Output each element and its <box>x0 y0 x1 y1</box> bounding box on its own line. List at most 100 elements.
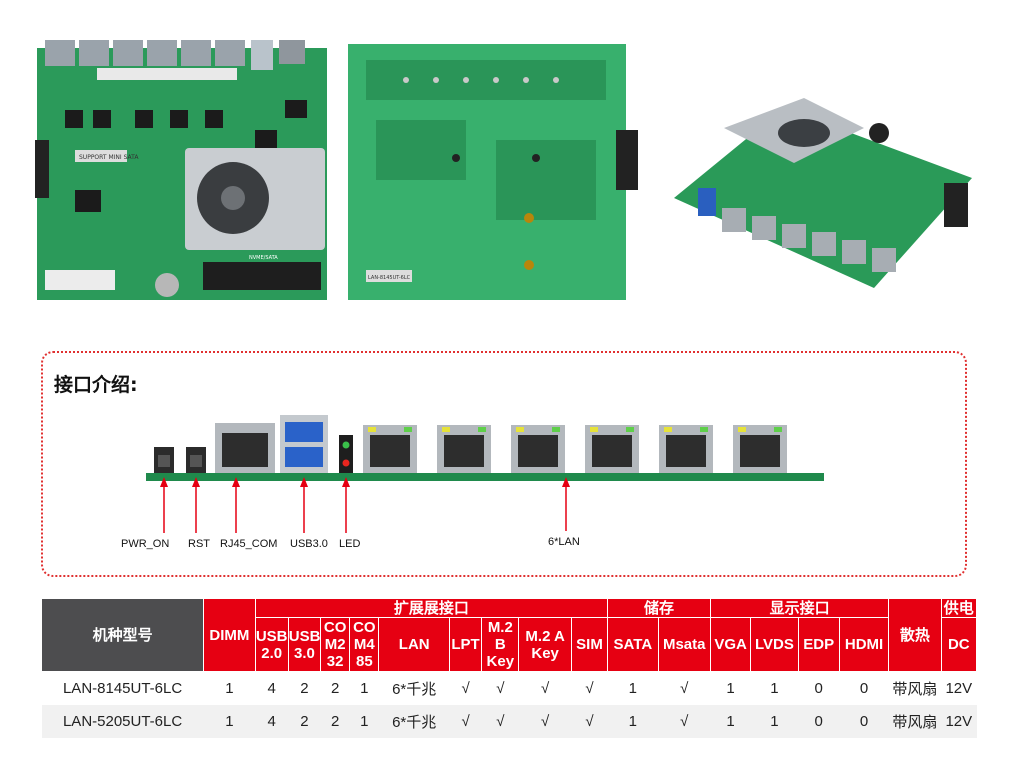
m2a-cell: √ <box>518 671 572 705</box>
sim-cell: √ <box>571 671 608 705</box>
lvds-header: LVDS <box>750 617 799 672</box>
pwr-on-label: PWR_ON <box>121 538 170 550</box>
rst-switch <box>186 447 206 473</box>
pwr-on-switch <box>154 447 174 473</box>
table-row: LAN-8145UT-6LC 1 4 2 2 1 6*千兆 √ √ √ √ 1 … <box>41 671 977 705</box>
svg-text:LAN-8145UT-6LC: LAN-8145UT-6LC <box>368 275 411 281</box>
label-arrows <box>160 477 570 533</box>
header-pins <box>97 68 237 80</box>
sodimm-slot <box>203 262 321 290</box>
usb30-cell: 2 <box>288 705 321 738</box>
lpt-cell: √ <box>449 705 482 738</box>
model-cell: LAN-5205UT-6LC <box>41 705 204 738</box>
lan-ports-row <box>45 40 305 70</box>
com485-cell: 1 <box>349 705 379 738</box>
lpt-cell: √ <box>449 671 482 705</box>
power-group-header: 供电 <box>940 598 978 618</box>
usb30-ports <box>280 415 328 473</box>
usb30-cell: 2 <box>288 671 321 705</box>
lan-port-6 <box>733 425 787 473</box>
lan-cell: 6*千兆 <box>378 705 450 738</box>
m2a-cell: √ <box>518 705 572 738</box>
dimm-header: DIMM <box>203 598 256 672</box>
dc-header: DC <box>940 617 978 672</box>
interface-title: 接口介绍: <box>54 374 138 396</box>
side-connector-back <box>616 130 638 190</box>
usb-angle <box>698 188 716 216</box>
lvds-cell: 1 <box>750 705 799 738</box>
hdmi-header: HDMI <box>838 617 890 672</box>
m2b-cell: √ <box>481 705 519 738</box>
msata-header: Msata <box>657 617 711 672</box>
dimm-cell: 1 <box>203 671 256 705</box>
lan-port-5 <box>659 425 713 473</box>
lan-port-2 <box>437 425 491 473</box>
sata-cell: 1 <box>607 671 659 705</box>
board-top-photo: SUPPORT MINI SATA NVME/SATA <box>35 40 327 300</box>
cooling-cell: 带风扇 <box>888 705 942 738</box>
rj45-com-port <box>215 423 275 473</box>
pcb-strip <box>146 473 824 481</box>
svg-text:NVME/SATA: NVME/SATA <box>249 255 278 261</box>
lvds-cell: 1 <box>750 671 799 705</box>
side-connector <box>35 140 49 198</box>
com232-cell: 2 <box>320 705 350 738</box>
com232-cell: 2 <box>320 671 350 705</box>
interface-panel <box>41 351 967 577</box>
cmos-battery <box>155 273 179 297</box>
usb20-cell: 4 <box>255 671 289 705</box>
cooling-cell: 带风扇 <box>888 671 942 705</box>
usb20-cell: 4 <box>255 705 289 738</box>
dc-cell: 12V <box>941 671 977 705</box>
expansion-group-header: 扩展展接口 <box>254 598 609 618</box>
hdmi-cell: 0 <box>839 671 889 705</box>
lpt-header: LPT <box>448 617 483 672</box>
pcb-angle <box>674 108 972 288</box>
edp-cell: 0 <box>798 705 840 738</box>
m2b-cell: √ <box>481 671 519 705</box>
vga-cell: 1 <box>710 705 751 738</box>
edp-header: EDP <box>797 617 840 672</box>
dc-cell: 12V <box>941 705 977 738</box>
board-back-photo: LAN-8145UT-6LC <box>348 44 638 300</box>
lan-header: LAN <box>378 617 450 672</box>
lan-cell: 6*千兆 <box>378 671 450 705</box>
led-indicator <box>339 435 353 473</box>
sim-cell: √ <box>571 705 608 738</box>
rj45-com-label: RJ45_COM <box>220 538 278 550</box>
lan-port-1 <box>363 425 417 473</box>
lan-port-3 <box>511 425 565 473</box>
cooling-header: 散热 <box>888 598 942 672</box>
vga-header: VGA <box>709 617 752 672</box>
model-cell: LAN-8145UT-6LC <box>41 671 204 705</box>
table-row: LAN-5205UT-6LC 1 4 2 2 1 6*千兆 √ √ √ √ 1 … <box>41 705 977 738</box>
led-label: LED <box>339 538 361 550</box>
display-group-header: 显示接口 <box>709 598 890 618</box>
model-header: 机种型号 <box>40 598 205 672</box>
fan-angle-icon <box>778 119 830 147</box>
sim-header: SIM <box>570 617 609 672</box>
svg-text:SUPPORT MINI SATA: SUPPORT MINI SATA <box>79 154 139 161</box>
edp-cell: 0 <box>798 671 840 705</box>
msata-cell: √ <box>658 671 711 705</box>
msata-cell: √ <box>658 705 711 738</box>
dimm-cell: 1 <box>203 705 256 738</box>
hdmi-cell: 0 <box>839 705 889 738</box>
lan-port-4 <box>585 425 639 473</box>
sticker <box>75 150 127 162</box>
sata-cell: 1 <box>607 705 659 738</box>
storage-group-header: 储存 <box>607 598 711 618</box>
board-angle-photo <box>674 98 972 288</box>
rst-label: RST <box>188 538 210 550</box>
lan-label: 6*LAN <box>548 536 580 548</box>
usb30-label: USB3.0 <box>290 538 328 550</box>
io-diagram <box>146 415 824 533</box>
sata-header: SATA <box>607 617 659 672</box>
